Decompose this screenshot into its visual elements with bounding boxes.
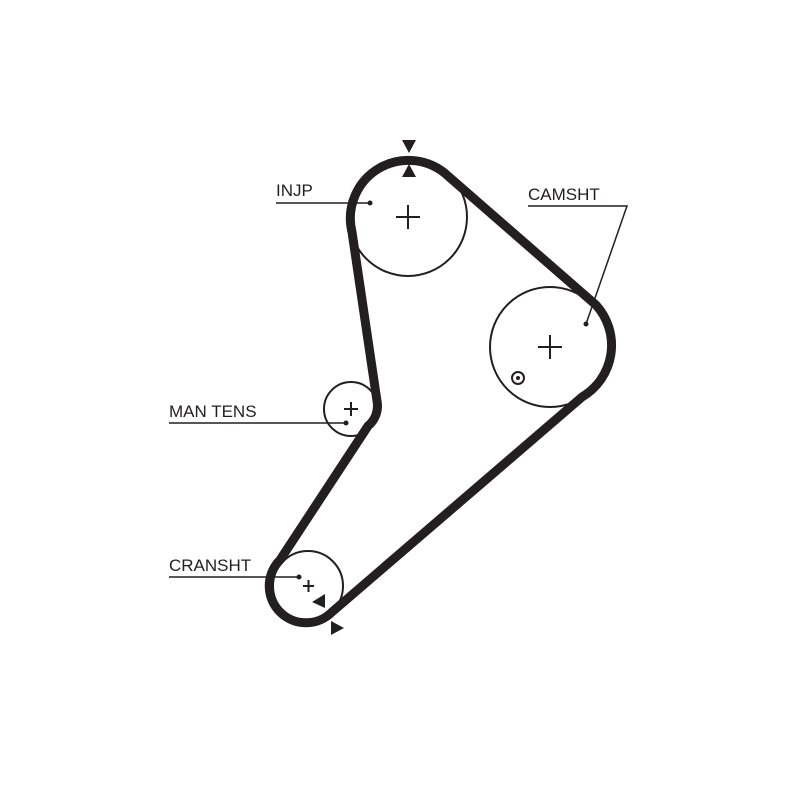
top-mark-down-arrow-icon — [402, 140, 416, 153]
cransht-label: CRANSHT — [169, 556, 252, 575]
camsht-leader-line — [528, 205, 629, 325]
timing-mark-icon — [511, 371, 525, 385]
crank-mark-right-arrow-icon — [331, 621, 344, 635]
man-tens-center-cross-icon — [344, 402, 358, 416]
cransht-center-cross-icon — [303, 580, 314, 592]
top-mark-up-arrow-icon — [402, 164, 416, 177]
injp-label: INJP — [276, 181, 313, 200]
man-tens-label: MAN TENS — [169, 402, 257, 421]
crank-mark-arrow-icon — [312, 594, 325, 608]
timing-belt — [264, 155, 617, 628]
camsht-center-cross-icon — [538, 335, 562, 359]
camsht-label: CAMSHT — [528, 185, 600, 204]
injp-center-cross-icon — [396, 205, 420, 229]
